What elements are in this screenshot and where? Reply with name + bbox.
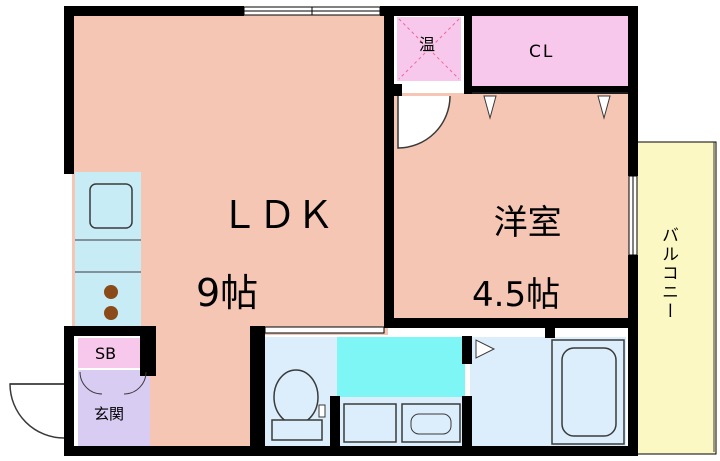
ldk-lower-floor bbox=[150, 335, 255, 449]
washing-machine bbox=[343, 403, 397, 443]
toilet-bowl bbox=[273, 369, 319, 425]
water-heater-label: 温 bbox=[419, 35, 436, 54]
balcony-label: バルコニー bbox=[658, 226, 678, 321]
shoe-box-floor bbox=[78, 338, 146, 368]
walls bbox=[64, 6, 638, 456]
ldk-name: ＬＤＫ bbox=[220, 193, 335, 237]
ldk-label: ＬＤＫ 9帖 bbox=[196, 158, 334, 350]
washbasin-bowl bbox=[410, 413, 452, 435]
washroom-floor bbox=[337, 337, 465, 397]
shoe-box-label: SB bbox=[95, 344, 117, 363]
toilet-tank bbox=[271, 419, 323, 441]
stove-burner-2 bbox=[104, 306, 118, 320]
ldk-size: 9帖 bbox=[196, 271, 259, 315]
closet-floor bbox=[470, 15, 628, 87]
toilet-paper bbox=[318, 404, 326, 418]
entrance-door-swing bbox=[9, 383, 65, 439]
western-room-name: 洋室 bbox=[493, 203, 562, 243]
stove-burner-1 bbox=[104, 285, 118, 299]
windows bbox=[243, 6, 638, 334]
closet-label: CL bbox=[529, 42, 555, 62]
western-room-size: 4.5帖 bbox=[472, 275, 561, 315]
closet-door-marker-2 bbox=[597, 95, 611, 120]
bathtub-inner bbox=[561, 347, 617, 437]
western-room-label: 洋室 4.5帖 bbox=[472, 172, 562, 346]
shoe-box-door-2 bbox=[123, 371, 147, 395]
entrance-label: 玄関 bbox=[94, 405, 125, 423]
shoe-box-door-1 bbox=[79, 371, 103, 395]
water-heater-x2 bbox=[398, 18, 460, 80]
balcony-floor bbox=[633, 141, 717, 455]
closet-door-marker-1 bbox=[483, 95, 497, 120]
room-door-swing bbox=[397, 95, 451, 149]
entrance-floor bbox=[78, 370, 150, 446]
kitchen-sink bbox=[89, 183, 133, 229]
bath-door-marker bbox=[475, 339, 496, 359]
